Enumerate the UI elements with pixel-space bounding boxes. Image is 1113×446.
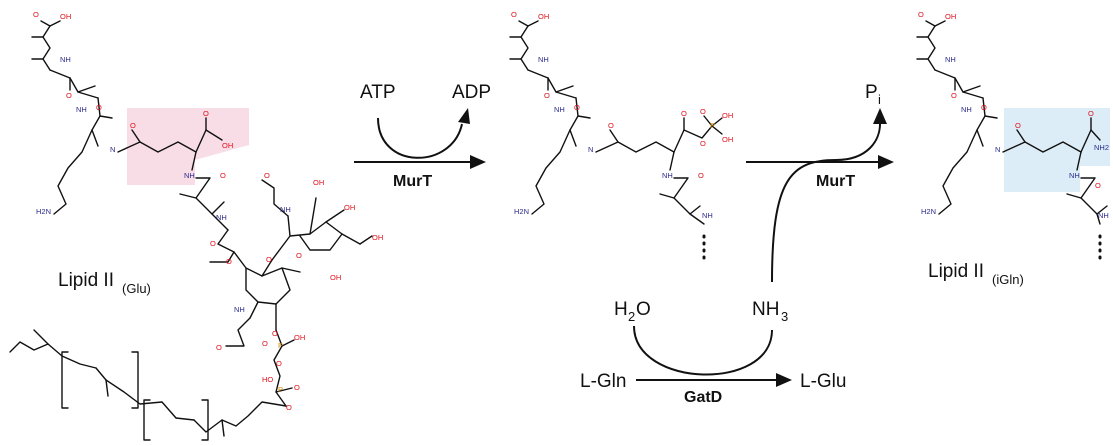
atom-o: O <box>608 121 614 130</box>
lglu-label: L-Glu <box>800 371 846 392</box>
atom-hn: NH <box>961 105 972 114</box>
atom-o: O <box>918 10 924 19</box>
atom-hn: NH <box>1069 171 1080 180</box>
atom-p: P <box>278 385 283 394</box>
h2o-o: O <box>636 299 651 320</box>
atom-o: O <box>981 103 987 112</box>
atom-oh: OH <box>313 178 324 187</box>
nh3-label: NH <box>752 299 779 320</box>
atom-nh: NH <box>945 55 956 64</box>
lipid-ii-igln-structure <box>916 20 1108 264</box>
atom-oh: OH <box>330 273 341 282</box>
glu-highlight <box>127 108 249 185</box>
atom-o: O <box>130 121 136 130</box>
atom-hn: NH <box>76 105 87 114</box>
atom-o: O <box>286 403 292 412</box>
atom-nh2: NH2 <box>1094 143 1109 152</box>
atom-o: O <box>1088 109 1094 118</box>
reaction-2: P i MurT <box>746 82 894 283</box>
atom-o: O <box>226 257 232 266</box>
atom-o: O <box>66 91 72 100</box>
atom-o: O <box>1015 121 1021 130</box>
atom-o: O <box>264 171 270 180</box>
lipid-glu-sublabel: (Glu) <box>122 281 151 296</box>
h2o-h: H <box>614 299 628 320</box>
igln-highlight <box>1004 108 1110 192</box>
atom-o: O <box>544 91 550 100</box>
reaction-1: ATP ADP MurT <box>354 82 491 190</box>
lipid-igln-label: Lipid II <box>928 261 984 282</box>
pi-label: P <box>865 82 878 103</box>
atom-oh: OH <box>538 12 549 21</box>
atom-o: O <box>698 171 704 180</box>
atom-o: O <box>700 139 706 148</box>
atom-o: O <box>96 103 102 112</box>
murt-label-2: MurT <box>816 173 855 190</box>
atom-oh: OH <box>60 12 71 21</box>
atom-o: O <box>1095 181 1101 190</box>
atom-nh: NH <box>60 55 71 64</box>
atom-hn: NH <box>280 205 291 214</box>
atom-p: P <box>278 341 283 350</box>
atom-ho: HO <box>262 375 273 384</box>
lipid-igln-sublabel: (iGln) <box>992 272 1024 287</box>
atom-o: O <box>216 343 222 352</box>
atom-o: O <box>951 91 957 100</box>
atom-p: P <box>710 121 715 130</box>
atom-h2n: H2N <box>36 207 51 216</box>
atom-oh: OH <box>294 333 305 342</box>
atom-n: N <box>995 145 1000 154</box>
atom-oh: OH <box>945 12 956 21</box>
atom-o: O <box>296 251 302 260</box>
atom-hn: NH <box>662 171 673 180</box>
gatd-reaction: H 2 O NH 3 L-Gln L-Glu GatD <box>580 299 846 406</box>
atom-o: O <box>511 10 517 19</box>
atom-oh: OH <box>722 111 733 120</box>
atom-h2n: H2N <box>921 207 936 216</box>
atom-oh: OH <box>344 203 355 212</box>
pi-sub: i <box>878 92 881 107</box>
intermediate-atom-labels: O OH NH O NH O N O O O P O OH OH NH O NH… <box>511 10 733 220</box>
atom-o: O <box>272 329 278 338</box>
atom-o: O <box>203 109 209 118</box>
atom-o: O <box>294 383 300 392</box>
atom-o: O <box>210 239 216 248</box>
gatd-label: GatD <box>684 389 722 406</box>
atom-hn: NH <box>184 171 195 180</box>
murt-label-1: MurT <box>393 173 432 190</box>
atom-nh: NH <box>1098 211 1109 220</box>
h2o-sub: 2 <box>628 309 635 324</box>
lipid-ii-glu-atom-labels: O OH NH O NH O N O O OH NH O NH O O H2N … <box>33 10 383 412</box>
atom-nh: NH <box>538 55 549 64</box>
atp-label: ATP <box>360 82 396 103</box>
adp-label: ADP <box>452 82 491 103</box>
atom-o: O <box>266 255 272 264</box>
lipid-ii-glu-structure <box>9 20 373 441</box>
atom-hn: NH <box>554 105 565 114</box>
atom-nh: NH <box>702 211 713 220</box>
nh3-sub: 3 <box>781 309 788 324</box>
atom-oh: OH <box>722 135 733 144</box>
atom-o: O <box>33 10 39 19</box>
lgln-label: L-Gln <box>580 371 626 392</box>
atom-n: N <box>110 145 115 154</box>
atom-o: O <box>276 359 282 368</box>
atom-o: O <box>681 109 687 118</box>
atom-o: O <box>262 339 268 348</box>
atom-oh: OH <box>372 233 383 242</box>
atom-o: O <box>574 103 580 112</box>
atom-o: O <box>220 171 226 180</box>
atom-o: O <box>700 107 706 116</box>
atom-h2n: H2N <box>514 207 529 216</box>
igln-atom-labels: O OH NH O NH O N O O NH2 NH O NH H2N <box>918 10 1109 220</box>
atom-n: N <box>588 145 593 154</box>
acylphosphate-intermediate <box>509 20 723 264</box>
atom-hn: NH <box>234 305 245 314</box>
lipid-glu-label: Lipid II <box>58 270 114 291</box>
atom-oh: OH <box>222 141 233 150</box>
atom-nh: NH <box>216 213 227 222</box>
